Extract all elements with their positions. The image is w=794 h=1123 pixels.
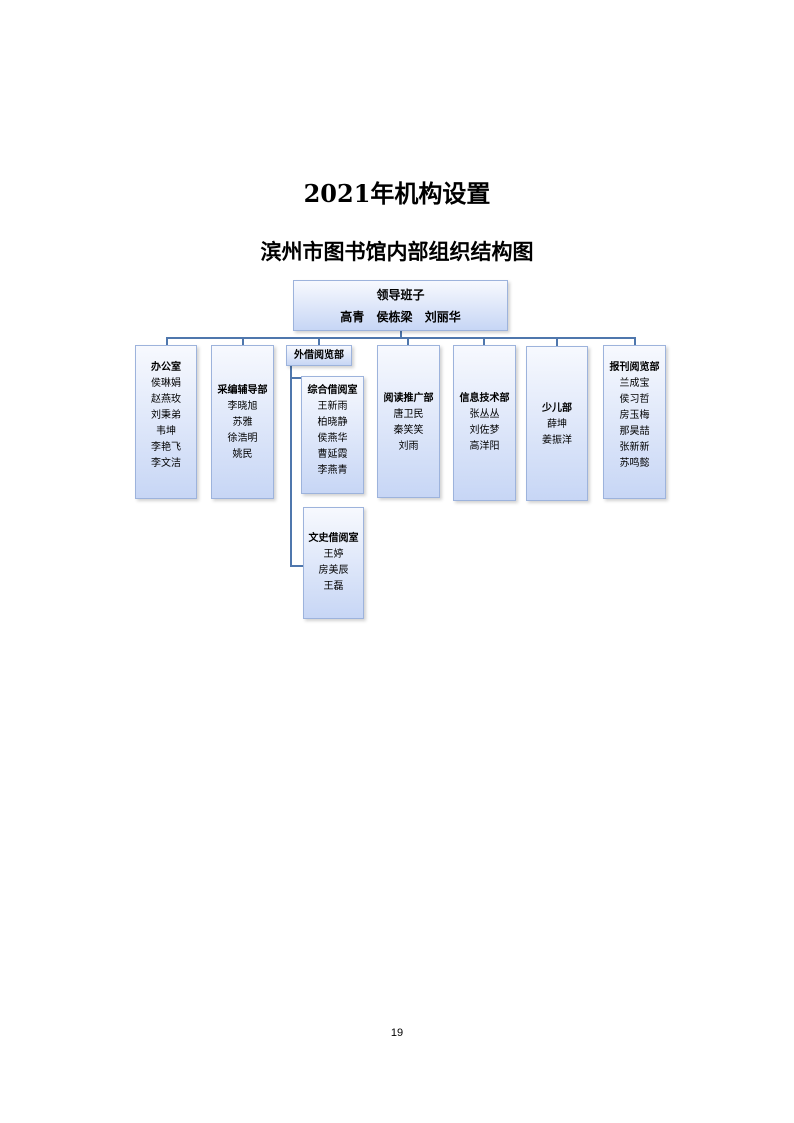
member-name: 赵燕玫: [151, 394, 181, 405]
department-it: 信息技术部 张丛丛 刘佐梦 高洋阳: [453, 345, 516, 501]
connector-lending-vertical: [290, 366, 292, 566]
leadership-box: 领导班子 高青 侯栋梁 刘丽华: [293, 280, 508, 331]
connector-drop-lending: [318, 337, 320, 346]
department-name: 采编辅导部: [217, 385, 268, 396]
room-name: 文史借阅室: [308, 533, 359, 544]
member-name: 曹延霞: [317, 449, 348, 460]
member-name: 张丛丛: [469, 409, 500, 420]
connector-drop-acquisition: [242, 337, 244, 346]
leadership-label: 领导班子: [376, 288, 425, 302]
department-name: 报刊阅览部: [609, 362, 660, 373]
connector-room2: [290, 565, 304, 567]
member-name: 王新雨: [317, 401, 348, 412]
member-name: 那昊喆: [619, 426, 650, 437]
member-name: 侯习哲: [619, 394, 650, 405]
room-comprehensive: 综合借阅室 王新雨 柏晓静 侯燕华 曹延霞 李燕青: [301, 376, 364, 494]
connector-drop-children: [556, 337, 558, 346]
member-name: 房玉梅: [619, 410, 650, 421]
member-name: 徐浩明: [227, 433, 258, 444]
member-name: 秦笑笑: [393, 425, 424, 436]
member-name: 侯燕华: [317, 433, 348, 444]
connector-horizontal: [166, 337, 636, 339]
connector-leader-down: [400, 330, 402, 338]
department-name: 阅读推广部: [383, 393, 434, 404]
page-number: 19: [390, 1027, 404, 1039]
leadership-members: 高青 侯栋梁 刘丽华: [294, 306, 507, 328]
department-children: 少儿部 薛坤 姜振洋: [526, 346, 588, 501]
department-reading-promotion: 阅读推广部 唐卫民 秦笑笑 刘雨: [377, 345, 440, 498]
department-name: 少儿部: [542, 403, 572, 414]
member-name: 李晓旭: [227, 401, 258, 412]
member-name: 李燕青: [317, 465, 348, 476]
connector-drop-office: [166, 337, 168, 346]
member-name: 侯琳娟: [151, 378, 181, 389]
member-name: 兰成宝: [619, 378, 650, 389]
member-name: 王磊: [323, 581, 344, 592]
member-name: 苏雅: [232, 417, 253, 428]
department-name: 信息技术部: [459, 393, 510, 404]
connector-drop-reading: [407, 337, 409, 346]
connector-drop-it: [483, 337, 485, 346]
room-name: 综合借阅室: [307, 385, 358, 396]
leader-name: 高青: [340, 310, 365, 324]
department-periodicals: 报刊阅览部 兰成宝 侯习哲 房玉梅 那昊喆 张新新 苏鸣懿: [603, 345, 666, 499]
page-title: 2021年机构设置: [303, 179, 491, 208]
member-name: 李文洁: [151, 458, 181, 469]
org-chart-title: 滨州市图书馆内部组织结构图: [260, 239, 534, 264]
member-name: 王婷: [323, 549, 344, 560]
member-name: 张新新: [619, 442, 650, 453]
leader-name: 侯栋梁: [376, 310, 413, 324]
member-name: 柏晓静: [317, 417, 348, 428]
member-name: 刘雨: [398, 441, 419, 452]
member-name: 韦坤: [156, 426, 176, 437]
leader-name: 刘丽华: [424, 310, 461, 324]
department-lending: 外借阅览部: [286, 345, 352, 366]
connector-room1: [290, 377, 302, 379]
member-name: 薛坤: [547, 419, 567, 430]
department-office: 办公室 侯琳娟 赵燕玫 刘秉弟 韦坤 李艳飞 李文洁: [135, 345, 197, 499]
room-history: 文史借阅室 王婷 房美辰 王磊: [303, 507, 364, 619]
member-name: 高洋阳: [469, 441, 500, 452]
member-name: 姚民: [232, 449, 253, 460]
department-name: 办公室: [151, 362, 181, 373]
member-name: 刘佐梦: [469, 425, 500, 436]
member-name: 姜振洋: [542, 435, 572, 446]
member-name: 苏鸣懿: [619, 458, 650, 469]
department-name: 外借阅览部: [294, 350, 344, 361]
department-acquisition: 采编辅导部 李晓旭 苏雅 徐浩明 姚民: [211, 345, 274, 499]
member-name: 刘秉弟: [151, 410, 181, 421]
member-name: 房美辰: [318, 565, 349, 576]
connector-drop-periodicals: [634, 337, 636, 346]
member-name: 李艳飞: [151, 442, 181, 453]
member-name: 唐卫民: [393, 409, 424, 420]
